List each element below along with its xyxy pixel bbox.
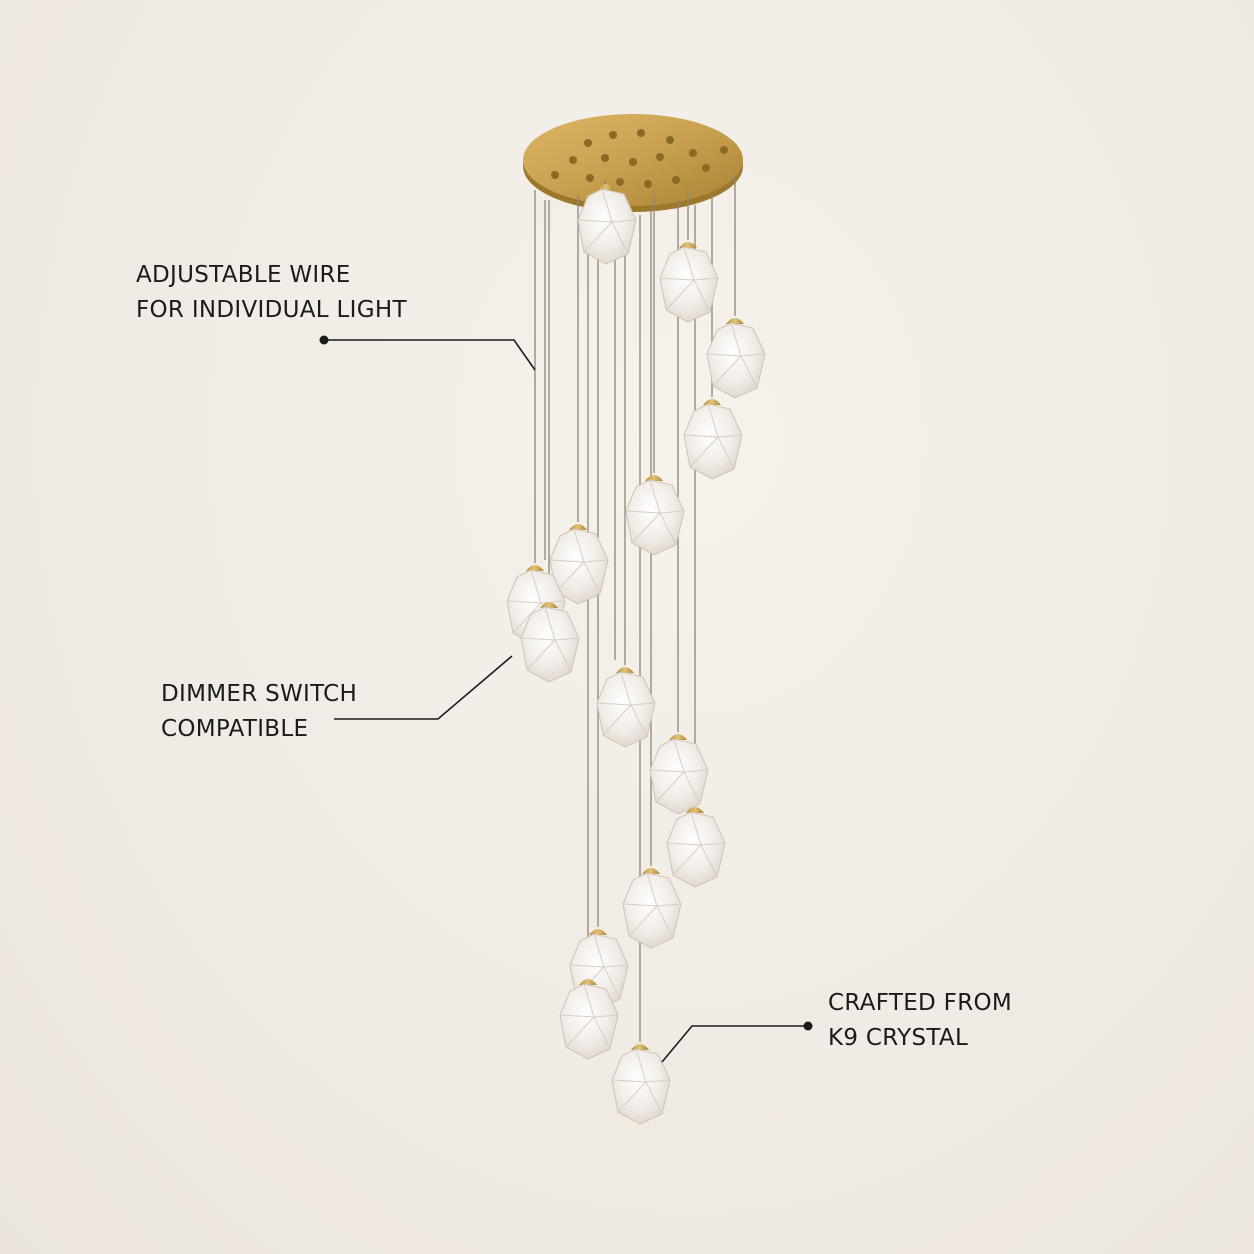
callout-line: FOR INDIVIDUAL LIGHT (136, 297, 407, 323)
crystal-pendant (596, 667, 656, 748)
callout-line: ADJUSTABLE WIRE (136, 262, 351, 288)
crystal-pendant (611, 1044, 671, 1125)
leader-line-crystal (661, 1021, 813, 1063)
crystal-pendant (622, 868, 682, 949)
crystal-pendant (649, 734, 709, 815)
callout-line: K9 CRYSTAL (828, 1025, 969, 1051)
callout-k9-crystal: CRAFTED FROM K9 CRYSTAL (828, 986, 1012, 1056)
callout-line: COMPATIBLE (161, 716, 309, 742)
crystal-pendant (666, 807, 726, 888)
crystal-pendant (559, 979, 619, 1060)
callout-dimmer-switch: DIMMER SWITCH COMPATIBLE (161, 677, 357, 747)
crystal-pendant (659, 242, 719, 323)
crystal-pendant (577, 184, 637, 265)
leader-line-wire (319, 335, 536, 371)
crystal-pendant (520, 602, 580, 683)
leader-line-dimmer (334, 655, 513, 720)
ceiling-canopy (523, 114, 743, 212)
crystal-pendant (683, 399, 743, 480)
callout-adjustable-wire: ADJUSTABLE WIRE FOR INDIVIDUAL LIGHT (136, 258, 407, 328)
crystal-pendant (549, 524, 609, 605)
crystal-pendant (706, 318, 766, 399)
crystal-pendant (625, 475, 685, 556)
callout-line: CRAFTED FROM (828, 990, 1013, 1016)
callout-line: DIMMER SWITCH (161, 681, 358, 707)
